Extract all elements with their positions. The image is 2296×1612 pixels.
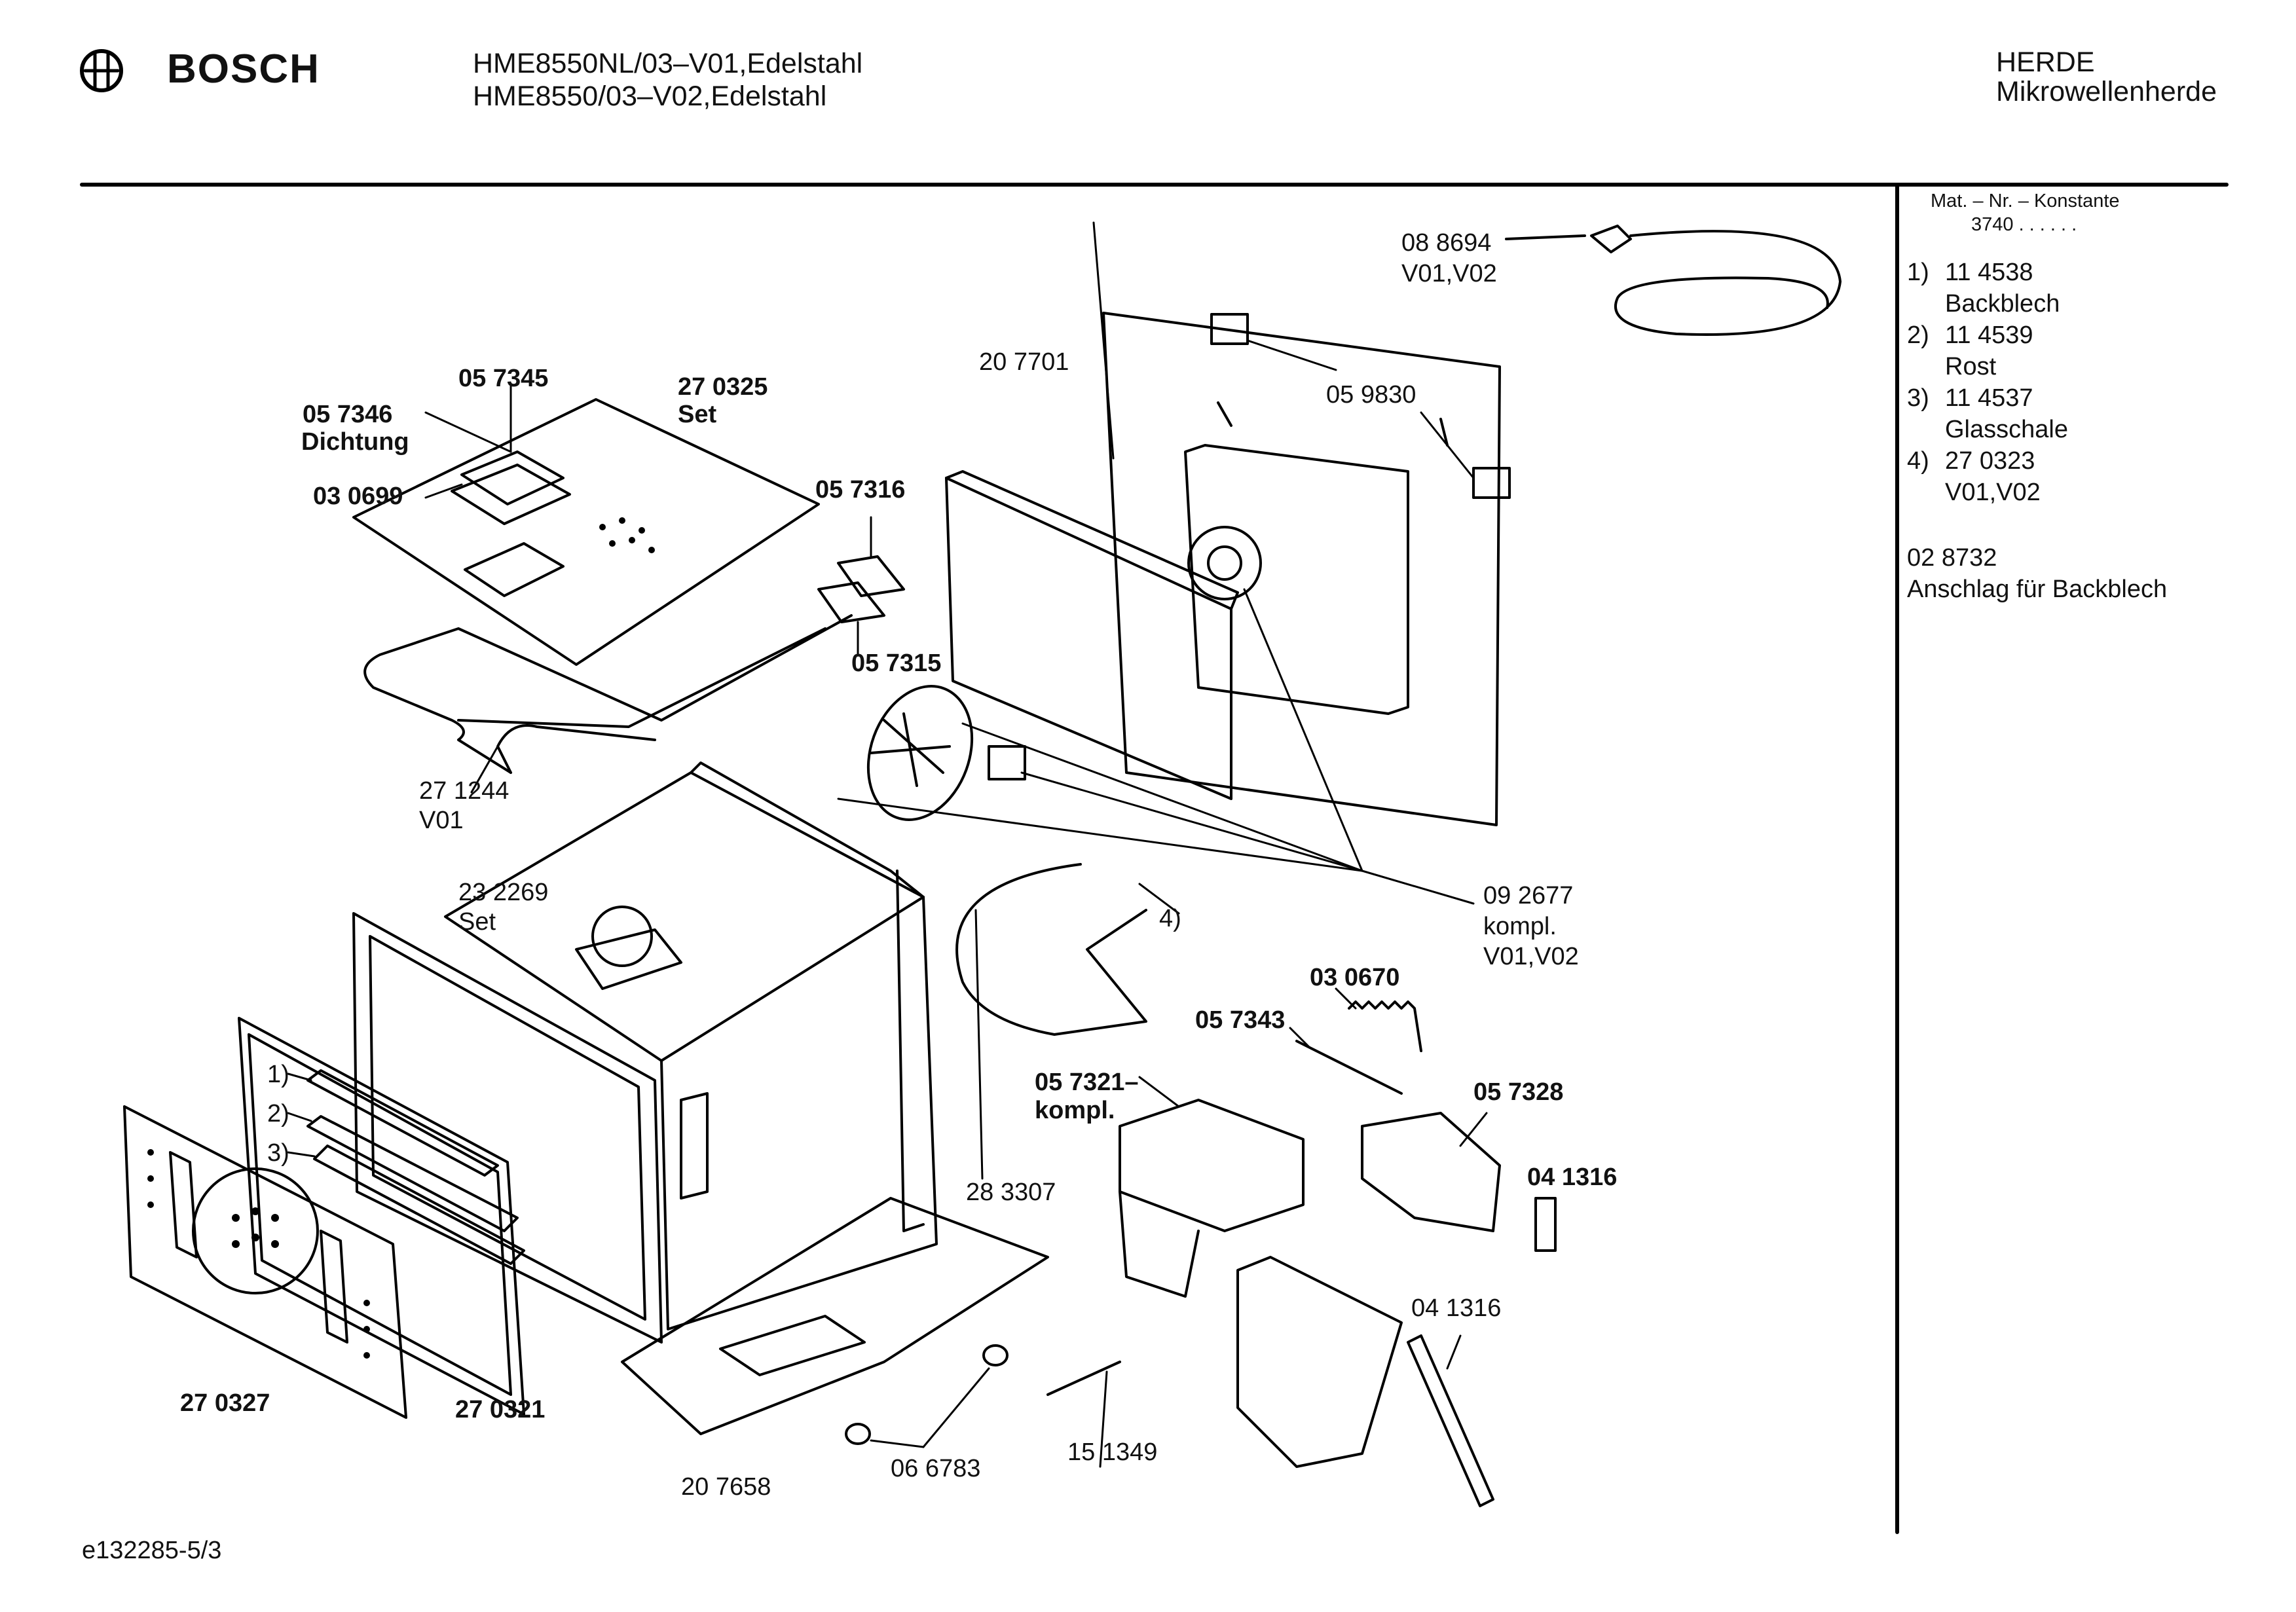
sidebar-extra-name: Anschlag für Backblech	[1907, 576, 2168, 603]
sidebar-name-2: Rost	[1945, 353, 1997, 380]
sidebar-number-4: 27 0323	[1945, 447, 2035, 475]
sidebar-index-3: 3)	[1907, 384, 1929, 412]
label-088694: 08 8694	[1401, 229, 1492, 257]
sidebar-name-1: Backblech	[1945, 290, 2060, 318]
brand-name: BOSCH	[167, 46, 320, 92]
label-270321: 27 0321	[455, 1396, 546, 1423]
label-270325-set: Set	[678, 401, 717, 428]
label-1: 1)	[267, 1061, 289, 1088]
constant-value: 3740 . . . . . .	[1971, 214, 2077, 235]
label-057321: 05 7321–	[1035, 1069, 1139, 1096]
label-041316: 04 1316	[1411, 1294, 1502, 1322]
label-030670: 03 0670	[1310, 964, 1400, 991]
category-subtitle: Mikrowellenherde	[1996, 76, 2217, 107]
label-151349: 15 1349	[1067, 1438, 1158, 1466]
model-line-2: HME8550/03–V02,Edelstahl	[473, 81, 827, 112]
label-4: 4)	[1159, 905, 1181, 932]
label-057343: 05 7343	[1195, 1006, 1286, 1034]
sidebar-number-1: 11 4538	[1945, 259, 2033, 286]
label-232269: 23 2269	[458, 879, 549, 906]
label-207658: 20 7658	[681, 1473, 771, 1501]
sidebar-number-2: 11 4539	[1945, 321, 2033, 349]
label-057316: 05 7316	[815, 476, 906, 504]
label-271244: 27 1244	[419, 777, 509, 805]
label-030699: 03 0699	[313, 483, 403, 510]
label-059830: 05 9830	[1326, 381, 1416, 409]
model-line-1: HME8550NL/03–V01,Edelstahl	[473, 48, 863, 79]
sidebar-index-2: 2)	[1907, 321, 1929, 349]
label-270327: 27 0327	[180, 1389, 270, 1417]
label-2: 2)	[267, 1100, 289, 1127]
label-092677: 09 2677	[1483, 882, 1574, 909]
label-057346: 05 7346	[303, 401, 393, 428]
label-057345: 05 7345	[458, 365, 549, 392]
label-057328: 05 7328	[1473, 1078, 1564, 1106]
label-271244-variant: V01	[419, 807, 464, 834]
sidebar-name-3: Glasschale	[1945, 416, 2068, 443]
label-3: 3)	[267, 1139, 289, 1167]
category-title: HERDE	[1996, 46, 2095, 78]
label-092677-kompl: kompl.	[1483, 913, 1557, 940]
label-207701: 20 7701	[979, 348, 1069, 376]
constant-title: Mat. – Nr. – Konstante	[1931, 191, 2120, 211]
power-cord-part	[1505, 225, 1842, 336]
label-057346-name: Dichtung	[301, 428, 409, 456]
sidebar-index-1: 1)	[1907, 259, 1929, 286]
label-270325: 27 0325	[678, 373, 768, 401]
sidebar-number-3: 11 4537	[1945, 384, 2033, 412]
label-092677-variant: V01,V02	[1483, 943, 1579, 970]
label-088694-variant: V01,V02	[1401, 260, 1497, 287]
label-041316-bold: 04 1316	[1527, 1163, 1618, 1191]
bosch-logo-icon	[80, 49, 123, 92]
label-283307: 28 3307	[966, 1179, 1056, 1206]
sidebar-index-4: 4)	[1907, 447, 1929, 475]
drawing-id: e132285-5/3	[82, 1537, 222, 1564]
label-057321-kompl: kompl.	[1035, 1097, 1115, 1124]
sidebar-extra-number: 02 8732	[1907, 544, 1997, 572]
sidebar-name-4: V01,V02	[1945, 479, 2041, 506]
label-066783: 06 6783	[891, 1455, 981, 1482]
label-057315: 05 7315	[851, 650, 942, 677]
label-232269-set: Set	[458, 908, 496, 936]
